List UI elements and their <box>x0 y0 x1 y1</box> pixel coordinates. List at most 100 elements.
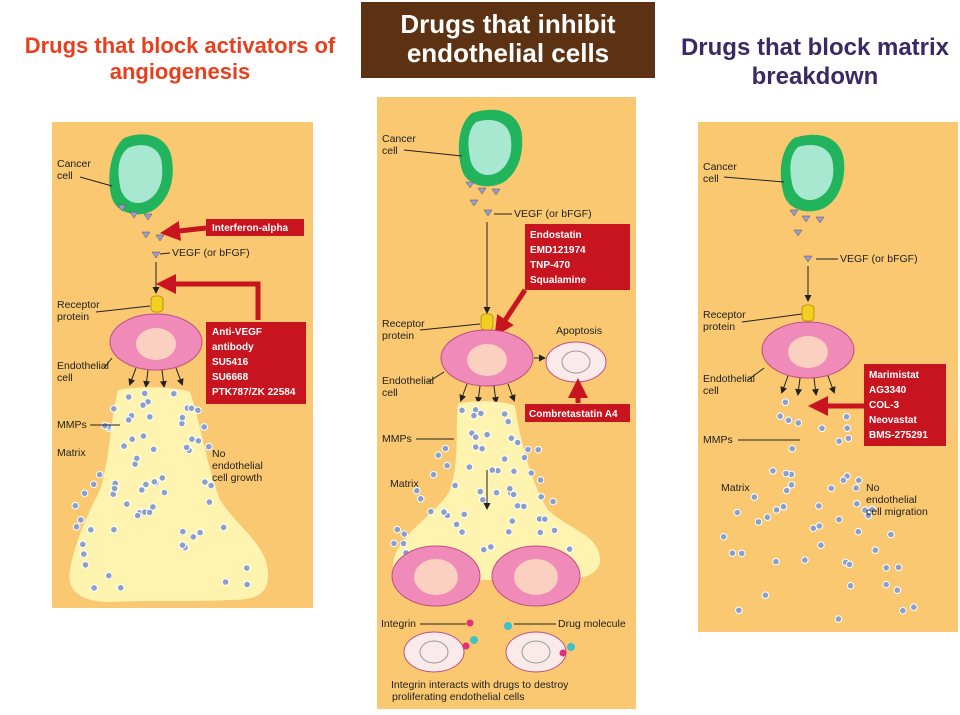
title-block-activators: Drugs that block activators of angiogene… <box>24 33 336 85</box>
title-inhibit-endothelial: Drugs that inhibit endothelial cells <box>361 2 655 78</box>
combretastatin-label: Combretastatin A4 <box>529 409 618 420</box>
mmp-dot <box>834 615 843 623</box>
marimistat-label: AG3340 <box>869 385 907 396</box>
vegf-label: VEGF (or bFGF) <box>840 253 918 265</box>
anti-vegf-box <box>206 322 306 404</box>
mmp-dot <box>899 606 907 615</box>
mmp-dot <box>80 550 88 558</box>
mmp-dot <box>781 398 790 407</box>
mmp-dot <box>139 401 147 409</box>
mmp-dot <box>123 500 131 508</box>
mmp-dot <box>393 525 402 534</box>
mmp-dot <box>861 506 869 515</box>
receptor-protein <box>480 313 494 331</box>
mmp-dot <box>120 442 128 450</box>
mmp-dot <box>205 442 213 451</box>
mmp-dot <box>801 556 809 564</box>
mmp-dot <box>761 591 770 600</box>
mmp-dot <box>205 498 214 506</box>
mmp-dot <box>839 476 848 485</box>
mmp-dot <box>894 563 903 572</box>
mmp-dot <box>537 493 546 501</box>
mmp-dot <box>845 560 854 569</box>
mmps-label: MMPs <box>382 433 412 445</box>
mmp-dot <box>477 409 485 418</box>
marimistat-box <box>864 364 946 446</box>
mmp-dot <box>189 533 198 541</box>
mmp-dot <box>150 478 159 486</box>
no-growth-label: endothelial <box>212 460 263 472</box>
endothelial-label: cell <box>57 372 73 384</box>
mmp-dot <box>864 511 873 520</box>
mmp-dot <box>124 416 133 424</box>
mmp-dot <box>817 541 825 550</box>
mmps-label: MMPs <box>703 434 733 446</box>
mmp-dot <box>460 510 469 519</box>
no-migration-label: cell migration <box>866 506 928 518</box>
mmp-dot <box>510 467 518 476</box>
mmp-dot <box>399 539 408 548</box>
marimistat-label: BMS-275291 <box>869 430 928 441</box>
mmp-dot <box>139 432 148 440</box>
integrin-caption: Integrin interacts with drugs to destroy <box>391 679 569 691</box>
mmp-dot <box>719 533 728 541</box>
mmp-dot <box>513 502 522 510</box>
marimistat-label: Marimistat <box>869 370 920 381</box>
mmp-dot <box>441 444 450 453</box>
mmp-dot <box>541 515 549 524</box>
mmp-dot <box>194 437 203 445</box>
mmp-dot <box>478 444 486 453</box>
mmp-dot <box>427 507 435 516</box>
mmp-dot <box>787 481 796 489</box>
mmp-dot <box>110 484 119 493</box>
interferon-label: Interferon-alpha <box>212 223 289 234</box>
mmp-dot <box>200 423 208 431</box>
mmp-dot <box>133 511 142 520</box>
endostatin-label: Squalamine <box>530 275 587 286</box>
mmp-dot <box>440 508 448 516</box>
mmp-dot <box>140 389 149 398</box>
mmp-dot <box>452 520 461 529</box>
cancer-cell <box>780 134 845 212</box>
mmp-dot <box>788 444 797 453</box>
mmp-dot <box>536 528 545 537</box>
mmp-dot <box>527 469 536 477</box>
mmp-dot <box>207 481 215 490</box>
mmp-dot <box>400 530 409 538</box>
cancer-cell-label: Cancer <box>382 133 416 145</box>
apoptotic-cell <box>545 341 607 383</box>
mmp-dot <box>882 564 891 572</box>
mmp-dot <box>779 502 788 511</box>
vegf-label: VEGF (or bFGF) <box>514 208 592 220</box>
receptor-label: protein <box>382 330 414 342</box>
mmp-dot <box>835 515 843 524</box>
mmp-dot <box>149 503 157 511</box>
combretastatin-box <box>525 404 630 422</box>
cancer-cell-label: Cancer <box>703 161 737 173</box>
mmp-dot <box>243 580 251 589</box>
mmp-dot <box>479 496 487 504</box>
mmp-dot <box>500 410 509 418</box>
mmp-dot <box>178 541 187 550</box>
panel3-content: Cancer cell VEGF (or bFGF) Receptor prot… <box>703 134 946 623</box>
title-block-matrix: Drugs that block matrix breakdown <box>680 34 950 90</box>
mmp-dot <box>549 497 557 506</box>
panel-endothelial <box>377 97 636 709</box>
mmp-dot <box>90 584 98 592</box>
mmp-dot <box>201 478 209 486</box>
mmp-dot <box>458 406 466 415</box>
anti-vegf-label: SU5416 <box>212 357 249 368</box>
endostatin-label: TNP-470 <box>530 260 570 271</box>
mmp-dot <box>500 455 509 463</box>
mmp-dot <box>505 528 513 536</box>
endothelial-cell <box>391 545 481 607</box>
anti-vegf-label: SU6668 <box>212 372 249 383</box>
mmp-dot <box>750 493 759 501</box>
anti-vegf-label: Anti-VEGF <box>212 327 262 338</box>
mmp-dot <box>179 527 187 536</box>
mmp-dot <box>772 506 781 514</box>
mmp-dot <box>87 526 95 534</box>
cancer-cell <box>458 109 523 187</box>
mmp-dot <box>221 578 230 586</box>
mmp-dot <box>843 424 852 433</box>
